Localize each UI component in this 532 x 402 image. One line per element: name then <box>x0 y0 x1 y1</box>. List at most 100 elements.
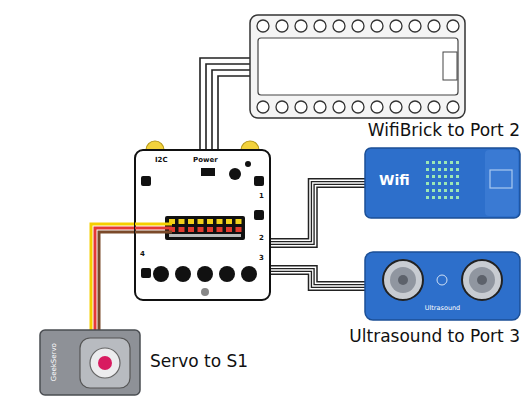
ultrasound-sensor-part <box>390 267 416 293</box>
sensor-label: Ultrasound <box>365 305 520 313</box>
ultrasound-sensor-part <box>383 260 423 300</box>
servo-motor-part <box>90 348 120 378</box>
controller-board-part <box>141 268 151 278</box>
controller-board-part <box>207 227 213 232</box>
controller-board-part <box>135 223 172 226</box>
main-board-part <box>409 20 421 32</box>
main-board-part <box>276 20 288 32</box>
cable <box>91 224 135 330</box>
main-board-part <box>295 20 307 32</box>
servo-motor <box>40 330 140 395</box>
ribbon-stripe <box>270 183 365 243</box>
controller-board-part <box>141 176 151 186</box>
controller-board-part <box>241 266 257 282</box>
main-board-part <box>206 64 250 151</box>
main-board-part <box>200 58 250 151</box>
main-board-part <box>333 20 345 32</box>
port-number: 3 <box>259 254 264 262</box>
device-caption: Servo to S1 <box>150 351 248 371</box>
main-board-part <box>371 20 383 32</box>
ribbon-cable <box>270 270 365 286</box>
controller-board-part <box>188 227 194 232</box>
servo-brand: GeekServo <box>50 342 58 382</box>
wifi-brick-part <box>490 170 512 188</box>
wifi-brick <box>365 148 520 218</box>
main-board-part <box>295 101 307 113</box>
main-board-part <box>352 20 364 32</box>
controller-board-part <box>201 288 209 296</box>
ultrasound-sensor-part <box>469 267 495 293</box>
port-label: I2C <box>155 156 168 164</box>
wifi-brick-part <box>485 150 518 216</box>
controller-board-part <box>179 227 185 232</box>
servo-wire <box>99 232 135 330</box>
ultrasound-sensor-part <box>477 275 487 285</box>
controller-board-part <box>219 266 235 282</box>
wifi-brick-part <box>365 148 520 218</box>
main-board-part <box>212 70 250 151</box>
main-board-part <box>352 101 364 113</box>
controller-board-part <box>188 219 194 224</box>
port-number: 1 <box>259 192 264 200</box>
main-board-part <box>257 101 269 113</box>
ribbon-stripe <box>270 270 365 286</box>
ribbon-stripe <box>270 183 365 243</box>
controller-board-part <box>135 150 270 300</box>
main-board-part <box>333 101 345 113</box>
main-board-part <box>257 20 269 32</box>
controller-board-part <box>254 176 264 186</box>
controller-board-part <box>236 219 242 224</box>
ribbon-stripe <box>270 183 365 243</box>
ultrasound-sensor-part <box>437 275 447 285</box>
cable <box>270 183 365 243</box>
controller-board: I2CPower1234 <box>135 150 270 300</box>
controller-board-part <box>198 227 204 232</box>
ribbon-stripe <box>270 270 365 286</box>
main-board-part <box>314 20 326 32</box>
controller-board-part <box>165 216 245 240</box>
brick-label: Wifi <box>379 172 410 189</box>
main-board-part <box>447 101 459 113</box>
servo-motor-part <box>98 356 112 370</box>
controller-board-part <box>135 231 172 234</box>
controller-board-part <box>169 234 241 237</box>
main-board-part <box>314 101 326 113</box>
controller-board-part <box>201 168 215 176</box>
ultrasound-sensor: Ultrasound to Port 3Ultrasound <box>365 252 520 320</box>
main-board-part <box>409 101 421 113</box>
controller-board-part <box>229 168 241 180</box>
ultrasound-sensor-part <box>462 260 502 300</box>
controller-board-part <box>198 219 204 224</box>
main-board-part <box>428 20 440 32</box>
port-label: Power <box>193 156 218 164</box>
controller-board-part <box>153 266 169 282</box>
servo-wire <box>95 228 135 330</box>
main-board-part <box>428 101 440 113</box>
ultrasound-sensor <box>365 252 520 320</box>
main-board-part <box>276 101 288 113</box>
device-caption: WifiBrick to Port 2 <box>368 120 520 140</box>
controller-board-part <box>207 219 213 224</box>
controller-board-part <box>226 219 232 224</box>
controller-board-part <box>226 227 232 232</box>
wifi-brick: WifiBrick to Port 2Wifi <box>365 148 520 218</box>
main-board-part <box>443 52 457 80</box>
controller-board-part <box>175 266 191 282</box>
main-board-part <box>371 101 383 113</box>
ultrasound-sensor-part <box>365 252 520 320</box>
main-board-part <box>390 101 402 113</box>
wifi-brick-part <box>426 161 462 203</box>
main-board-part <box>258 38 458 95</box>
controller-board-part <box>197 266 213 282</box>
main-board-part <box>390 20 402 32</box>
port-number: 2 <box>259 234 264 242</box>
ribbon-cable <box>270 183 365 243</box>
servo-motor: Servo to S1GeekServo <box>40 330 140 395</box>
controller-board-part <box>245 161 251 167</box>
device-caption: Ultrasound to Port 3 <box>349 326 520 346</box>
servo-motor-part <box>40 330 140 395</box>
controller-board-part <box>217 227 223 232</box>
main-board-part <box>218 76 250 151</box>
main-board-part <box>447 20 459 32</box>
ultrasound-sensor-part <box>398 275 408 285</box>
